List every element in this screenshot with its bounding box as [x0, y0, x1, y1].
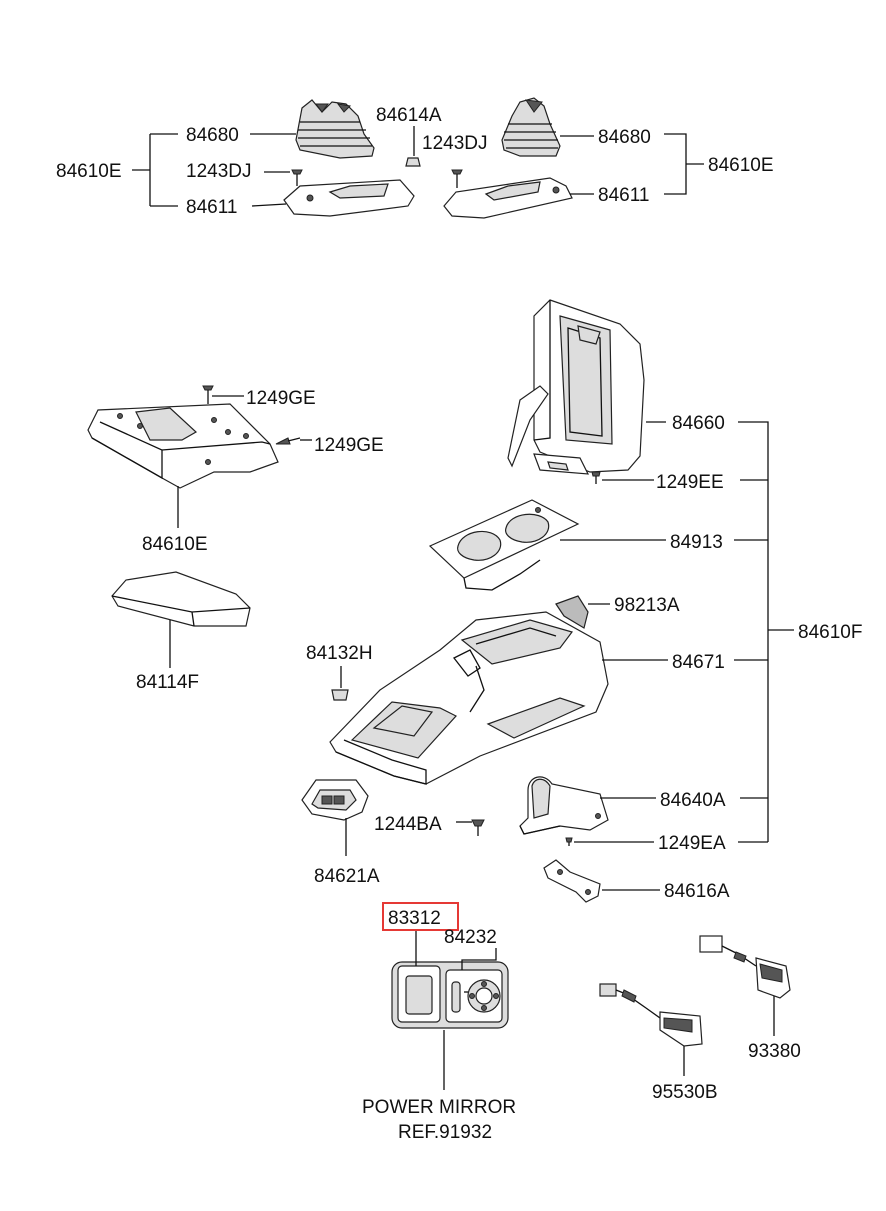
indicator-plate-left	[283, 179, 415, 217]
shift-boot-left	[295, 99, 375, 159]
label-84611-top-right: 84611	[598, 185, 649, 206]
label-1249ge-top: 1249GE	[246, 388, 316, 409]
console-body	[329, 611, 609, 785]
screw-1244ba	[471, 819, 485, 836]
support-bracket	[543, 859, 601, 903]
label-84680-top-right: 84680	[598, 127, 651, 148]
armrest-pad	[111, 571, 251, 627]
label-84610f: 84610F	[798, 622, 862, 643]
clip-84614a	[405, 157, 421, 167]
label-83312: 83312	[388, 908, 441, 929]
label-84132h: 84132H	[306, 643, 373, 664]
label-1249ge-side: 1249GE	[314, 435, 384, 456]
screw-1249ea	[565, 837, 573, 846]
label-power-mirror-ref: REF.91932	[398, 1122, 492, 1143]
label-98213a: 98213A	[614, 595, 680, 616]
label-84611-top-left: 84611	[186, 197, 237, 218]
label-84660: 84660	[672, 413, 725, 434]
shift-boot-right	[501, 97, 561, 157]
label-84114f: 84114F	[136, 672, 199, 693]
label-84616a: 84616A	[664, 881, 730, 902]
cup-holder	[428, 499, 580, 591]
label-84621a: 84621A	[314, 866, 380, 887]
label-1249ee: 1249EE	[656, 472, 724, 493]
label-84671: 84671	[672, 652, 725, 673]
switch-housing	[301, 779, 369, 821]
label-1243dj-top-right: 1243DJ	[422, 133, 488, 154]
label-84913: 84913	[670, 532, 723, 553]
rear-cover	[519, 776, 609, 835]
label-power-mirror: POWER MIRROR	[362, 1097, 516, 1118]
highlight-box	[382, 902, 459, 931]
label-84680-top-left: 84680	[186, 125, 239, 146]
label-84610e-top-right: 84610E	[708, 155, 774, 176]
label-84610e-top-left: 84610E	[56, 161, 122, 182]
switch-harness-95530b	[599, 983, 703, 1076]
armrest-lid	[507, 299, 645, 475]
label-1249ea: 1249EA	[658, 833, 726, 854]
emblem	[555, 595, 589, 629]
label-84232: 84232	[444, 927, 497, 948]
screw-1249ge-side	[275, 437, 301, 445]
screw-1243dj-left	[291, 169, 303, 186]
label-84610e-left: 84610E	[142, 534, 208, 555]
label-1243dj-top-left: 1243DJ	[186, 161, 252, 182]
switch-panel	[391, 961, 509, 1029]
switch-harness-93380	[699, 935, 791, 1036]
indicator-plate-right	[443, 177, 573, 219]
label-84614a: 84614A	[376, 105, 442, 126]
label-1244ba: 1244BA	[374, 814, 442, 835]
console-bracket	[87, 403, 279, 489]
screw-1249ee	[591, 471, 601, 484]
clip-84132h	[331, 689, 349, 701]
label-84640a: 84640A	[660, 790, 726, 811]
label-95530b: 95530B	[652, 1082, 718, 1103]
label-93380: 93380	[748, 1041, 801, 1062]
screw-1249ge-top	[202, 385, 214, 404]
screw-1243dj-right	[451, 169, 463, 188]
